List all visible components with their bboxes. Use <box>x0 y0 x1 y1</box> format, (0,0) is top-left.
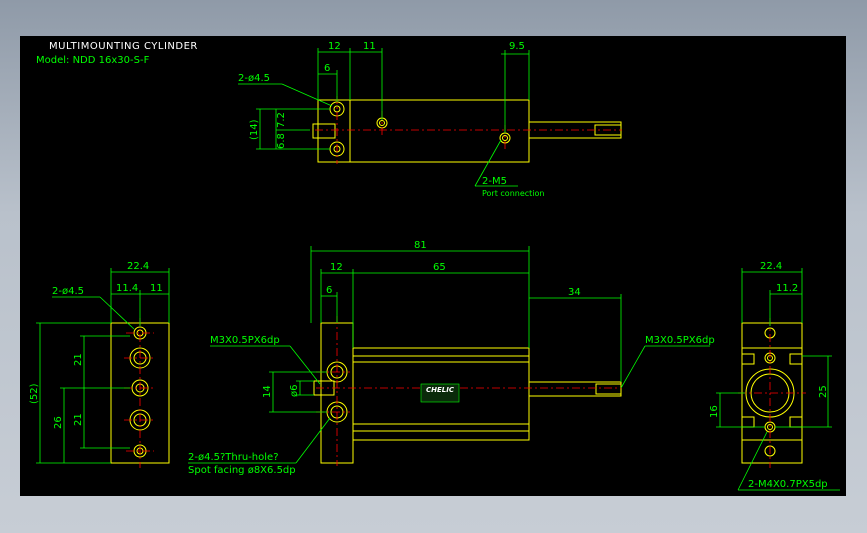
left-hole-label: 2-ø4.5 <box>52 286 84 297</box>
top-port-label: 2-M5 <box>482 176 507 187</box>
top-dim-6-8: 6.8 <box>276 133 287 149</box>
right-dim-22-4: 22.4 <box>760 261 782 272</box>
top-view: 12 11 9.5 6 2-ø4.5 (14) 7.2 6.8 2-M5 Por… <box>238 41 622 198</box>
front-view: CHELIC 81 12 65 34 6 M3X0.5PX6dp M3X0.5P… <box>188 240 715 476</box>
model-label: Model: NDD 16x30-S-F <box>36 55 150 66</box>
left-side-view: 22.4 11.4 11 2-ø4.5 (52) 26 21 21 <box>29 261 170 468</box>
front-dim-81: 81 <box>414 240 427 251</box>
top-dim-7-2: 7.2 <box>276 112 287 128</box>
left-dim-26: 26 <box>53 416 64 429</box>
right-body <box>741 347 803 441</box>
left-dim-21-bottom: 21 <box>73 413 84 426</box>
right-dim-11-2: 11.2 <box>776 283 798 294</box>
right-thread-label: 2-M4X0.7PX5dp <box>748 479 828 490</box>
right-dim-25: 25 <box>818 385 829 398</box>
front-dim-12: 12 <box>330 262 343 273</box>
top-dim-11: 11 <box>363 41 376 52</box>
left-dim-11-4: 11.4 <box>116 283 138 294</box>
cad-drawing: MULTIMOUNTING CYLINDER Model: NDD 16x30-… <box>29 41 840 491</box>
top-port-note: Port connection <box>482 189 544 198</box>
front-spot-label: Spot facing ø8X6.5dp <box>188 465 296 476</box>
left-dim-11: 11 <box>150 283 163 294</box>
cad-viewport[interactable]: MULTIMOUNTING CYLINDER Model: NDD 16x30-… <box>20 36 846 496</box>
front-thread-right: M3X0.5PX6dp <box>645 335 715 346</box>
top-dim-12: 12 <box>328 41 341 52</box>
chelic-logo <box>420 383 460 403</box>
left-dim-52: (52) <box>29 383 40 404</box>
top-dim-9-5: 9.5 <box>509 41 525 52</box>
chelic-logo-text: CHELIC <box>426 386 455 394</box>
front-dim-14: 14 <box>262 385 273 398</box>
front-dim-6: 6 <box>326 285 332 296</box>
top-hole-label: 2-ø4.5 <box>238 73 270 84</box>
front-thru-label: 2-ø4.5?Thru-hole? <box>188 452 279 463</box>
top-dim-6: 6 <box>324 63 330 74</box>
front-dim-34: 34 <box>568 287 581 298</box>
right-dim-16: 16 <box>709 405 720 418</box>
front-dim-65: 65 <box>433 262 446 273</box>
left-dim-22-4: 22.4 <box>127 261 149 272</box>
front-thread-left: M3X0.5PX6dp <box>210 335 280 346</box>
front-dim-phi6: ø6 <box>289 385 300 397</box>
left-dim-21-top: 21 <box>73 353 84 366</box>
drawing-title: MULTIMOUNTING CYLINDER <box>49 41 198 52</box>
top-dim-14: (14) <box>249 119 260 140</box>
right-side-view: 22.4 11.2 25 16 2-M4X0.7PX5dp <box>709 261 840 491</box>
